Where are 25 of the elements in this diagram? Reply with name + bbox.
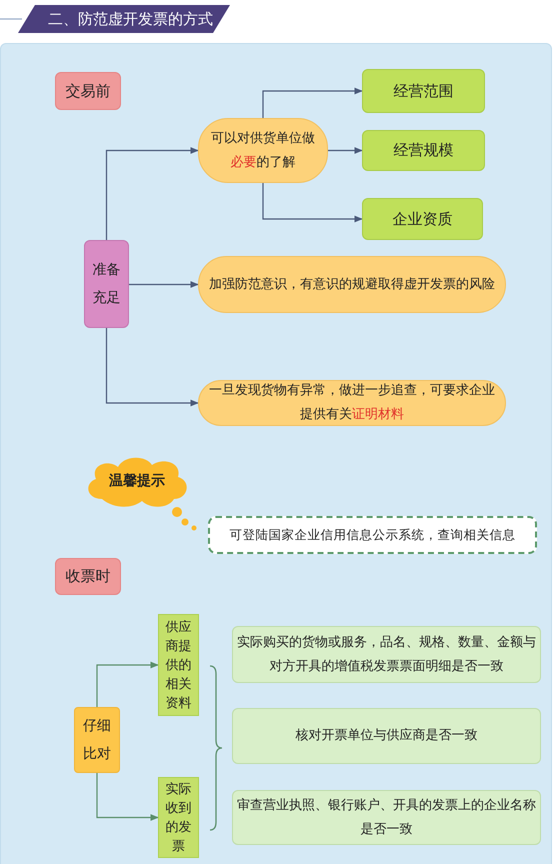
rounded-box: 可以对供货单位做必要的了解	[198, 118, 328, 183]
arrow	[106, 147, 199, 240]
stage-label: 收票时	[55, 558, 121, 595]
tip-box: 可登陆国家企业信用信息公示系统，查询相关信息	[208, 516, 537, 554]
arrow	[96, 773, 159, 821]
process-box: 经营范围	[362, 69, 485, 113]
process-box: 实际收到的发票	[158, 777, 199, 858]
stage-label: 交易前	[55, 72, 121, 110]
process-box: 仔细比对	[74, 707, 120, 773]
rounded-box: 一旦发现货物有异常，做进一步追查，可要求企业提供有关证明材料	[198, 380, 506, 426]
info-box: 核对开票单位与供应商是否一致	[232, 708, 541, 764]
arrow	[328, 147, 363, 154]
info-box: 实际购买的货物或服务，品名、规格、数量、金额与对方开具的增值税发票票面明细是否一致	[232, 626, 541, 683]
process-box: 准备充足	[84, 240, 129, 328]
process-box: 企业资质	[362, 198, 483, 240]
arrow	[96, 662, 159, 707]
arrow	[262, 88, 363, 118]
rounded-box: 加强防范意识，有意识的规避取得虚开发票的风险	[198, 256, 506, 313]
arrow	[106, 328, 199, 406]
arrow	[129, 281, 199, 288]
title-banner: 二、防范虚开发票的方式	[18, 5, 230, 33]
info-box: 审查营业执照、银行账户、开具的发票上的企业名称是否一致	[232, 790, 541, 845]
process-box: 供应商提供的相关资料	[158, 614, 199, 716]
arrow	[262, 183, 363, 222]
process-box: 经营规模	[362, 130, 485, 171]
